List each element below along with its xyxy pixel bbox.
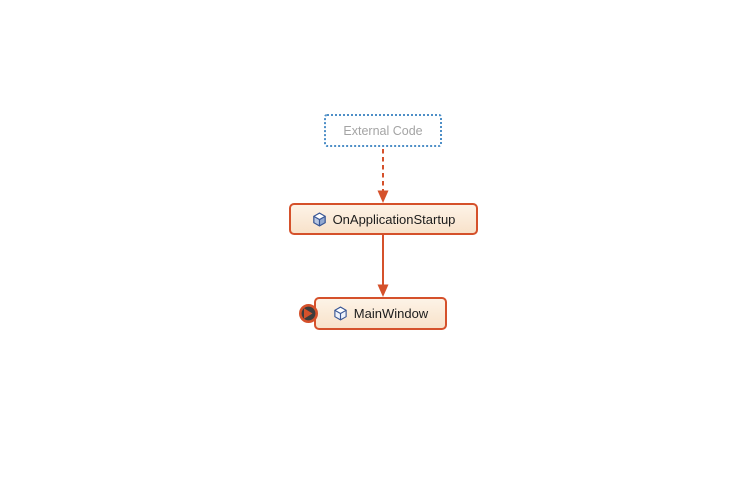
node-label: External Code [343, 123, 423, 138]
arrowhead-down-icon [377, 190, 389, 203]
node-mainwindow[interactable]: MainWindow [314, 297, 447, 330]
edge-startup-to-mainwindow[interactable] [377, 235, 389, 297]
node-label: MainWindow [353, 306, 429, 321]
node-onapplicationstartup[interactable]: OnApplicationStartup [289, 203, 478, 235]
node-label: OnApplicationStartup [332, 211, 456, 227]
expand-incoming-links-badge-icon[interactable] [298, 303, 319, 324]
method-cube-icon [312, 212, 326, 226]
edge-external-to-startup[interactable] [377, 149, 389, 203]
arrowhead-down-icon [377, 284, 389, 297]
method-cube-icon [334, 306, 347, 321]
node-external-code[interactable]: External Code [324, 114, 442, 147]
